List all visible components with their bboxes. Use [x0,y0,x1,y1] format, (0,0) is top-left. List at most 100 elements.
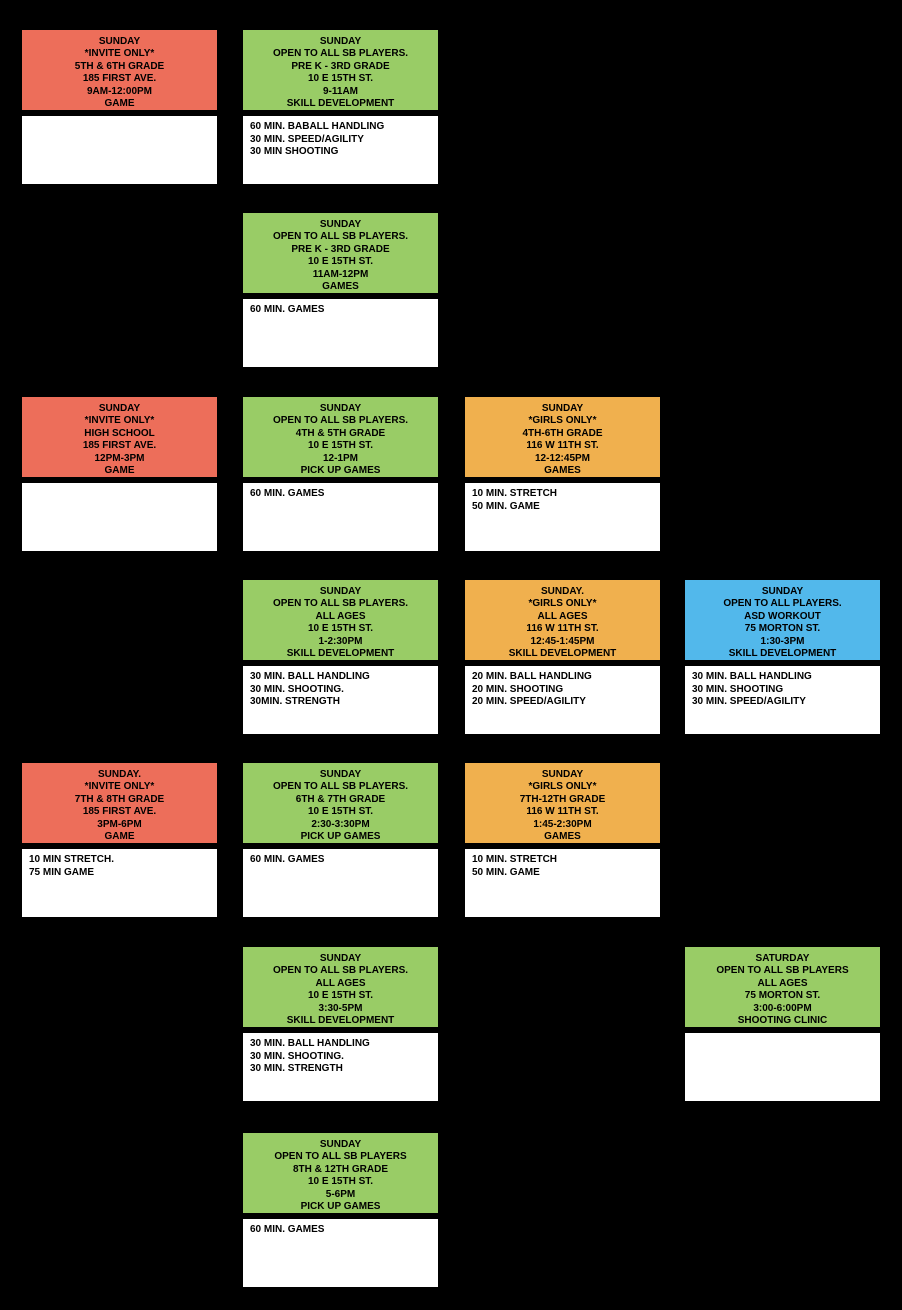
header-line-group: ALL AGES [537,610,588,622]
header-line-group: 5TH & 6TH GRADE [74,60,165,72]
header-line-time: 1:45-2:30PM [533,818,592,830]
header-line-location: 75 MORTON ST. [744,623,821,635]
detail-line: 60 MIN. GAMES [250,304,325,315]
header-line-group: 4TH-6TH GRADE [522,427,603,439]
header-line-day: SUNDAY [319,586,362,597]
header-line-location: 185 FIRST AVE. [82,73,157,85]
detail-line: 60 MIN. GAMES [250,1224,325,1235]
card-body: 60 MIN. GAMES [243,1219,438,1287]
header-line-group: 4TH & 5TH GRADE [295,427,386,439]
header-line-day: SUNDAY [319,1139,362,1150]
detail-line: 75 MIN GAME [29,866,95,878]
header-line-activity: PICK UP GAMES [300,1201,381,1213]
header-line-group: ASD WORKOUT [744,610,821,622]
card-body: 10 MIN STRETCH.75 MIN GAME [22,849,217,917]
detail-line: 30 MIN. SPEED/AGILITY [250,133,364,145]
header-line-time: 5-6PM [325,1188,356,1200]
header-line-location: 10 E 15TH ST. [307,440,374,452]
header-line-access: OPEN TO ALL SB PLAYERS. [272,231,409,243]
header-line-access: OPEN TO ALL SB PLAYERS. [272,598,409,610]
header-line-activity: SKILL DEVELOPMENT [728,648,837,660]
header-line-location: 116 W 11TH ST. [526,440,599,452]
detail-line: 30 MIN. BALL HANDLING [250,1038,370,1049]
header-line-access: OPEN TO ALL SB PLAYERS. [272,48,409,60]
header-line-location: 10 E 15TH ST. [307,256,374,268]
header-line-time: 12-1PM [322,452,358,464]
header-line-time: 1:30-3PM [760,635,805,647]
detail-line: 30 MIN. BALL HANDLING [692,671,812,682]
detail-line: 60 MIN. GAMES [250,488,325,499]
header-line-time: 3:30-5PM [318,1002,363,1014]
detail-line: 30 MIN. SHOOTING. [250,683,344,695]
header-line-access: OPEN TO ALL PLAYERS. [723,598,842,610]
card-body: 60 MIN. GAMES [243,849,438,917]
header-line-activity: GAMES [322,281,359,293]
header-line-time: 2:30-3:30PM [311,818,370,830]
header-line-location: 10 E 15TH ST. [307,623,374,635]
header-line-activity: SKILL DEVELOPMENT [286,648,395,660]
header-line-location: 10 E 15TH ST. [307,806,374,818]
header-line-group: HIGH SCHOOL [84,427,155,439]
header-line-day: SUNDAY [98,403,141,414]
detail-line: 20 MIN. SPEED/AGILITY [472,696,586,707]
header-line-activity: SHOOTING CLINIC [737,1015,828,1027]
header-line-location: 10 E 15TH ST. [307,1176,374,1188]
header-line-day: SUNDAY [761,586,804,597]
header-line-time: 12-12:45PM [534,452,591,464]
detail-line: 30MIN. STRENGTH [250,696,341,707]
header-line-location: 185 FIRST AVE. [82,806,157,818]
header-line-location: 116 W 11TH ST. [526,623,599,635]
detail-line: 20 MIN. SHOOTING [472,683,564,695]
header-line-access: *GIRLS ONLY* [528,415,597,427]
header-line-activity: GAMES [544,831,581,843]
header-line-time: 3:00-6:00PM [753,1002,812,1014]
header-line-day: SUNDAY [319,769,362,780]
header-line-group: 7TH-12TH GRADE [519,793,606,805]
header-line-day: SUNDAY [319,953,362,964]
header-line-activity: GAME [104,831,135,843]
header-line-location: 10 E 15TH ST. [307,73,374,85]
detail-line: 30 MIN. SPEED/AGILITY [692,696,806,707]
card-body: 60 MIN. GAMES [243,483,438,551]
card-body [22,116,217,184]
header-line-access: OPEN TO ALL SB PLAYERS. [272,781,409,793]
header-line-group: ALL AGES [315,610,366,622]
detail-line: 60 MIN. BABALL HANDLING [250,121,385,132]
header-line-location: 10 E 15TH ST. [307,990,374,1002]
header-line-day: SUNDAY. [541,586,584,597]
header-line-access: *INVITE ONLY* [84,48,155,60]
header-line-access: OPEN TO ALL SB PLAYERS. [272,415,409,427]
header-line-day: SUNDAY. [98,769,141,780]
header-line-activity: GAMES [544,465,581,477]
header-line-activity: SKILL DEVELOPMENT [508,648,617,660]
detail-line: 30 MIN. BALL HANDLING [250,671,370,682]
header-line-time: 12PM-3PM [94,452,145,464]
header-line-group: 8TH & 12TH GRADE [292,1163,388,1175]
header-line-access: *INVITE ONLY* [84,415,155,427]
header-line-time: 11AM-12PM [312,268,369,280]
detail-line: 10 MIN STRETCH. [29,854,115,865]
header-line-access: *GIRLS ONLY* [528,781,597,793]
